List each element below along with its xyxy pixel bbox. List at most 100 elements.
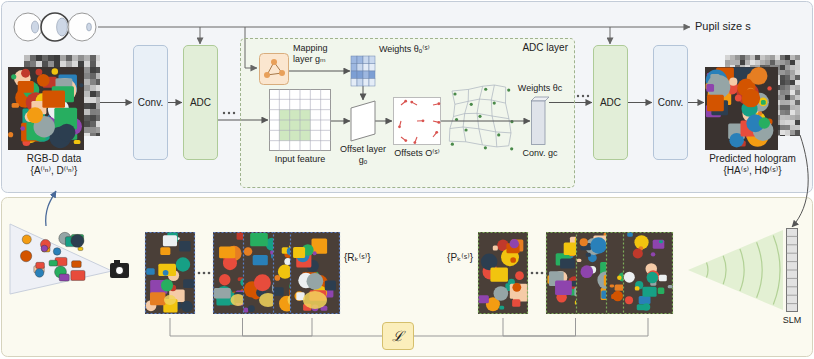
hologram-pixel: [765, 60, 770, 65]
node-text: Conv.: [138, 97, 163, 109]
hologram-pixel: [790, 85, 795, 90]
hologram-pixel: [90, 85, 96, 91]
image-object: [219, 246, 235, 258]
hologram-pixel: [72, 55, 78, 61]
hologram-pixel: [725, 60, 730, 65]
hologram-pixel: [96, 85, 100, 91]
hologram-pixel: [790, 60, 795, 65]
image-object: [586, 253, 591, 257]
frame-outline: [291, 233, 340, 314]
hologram-pixel: [780, 85, 785, 90]
node-text: ADC: [600, 97, 621, 109]
image-object: [478, 295, 488, 303]
hologram-pixel: [790, 70, 795, 75]
hologram-pixel: [96, 97, 100, 103]
image-object: [274, 287, 284, 296]
pupil-size-label: Pupil size s: [695, 20, 751, 32]
hologram-pixel: [795, 80, 800, 85]
caption-group: {Pₖ⁽ˢ⁾}: [421, 252, 473, 264]
image-object: [642, 287, 656, 297]
hologram-pixel: [755, 60, 760, 65]
conv-block: Conv.: [653, 45, 688, 160]
image-object: [27, 107, 43, 123]
node-text: Offsets O⁽ˢ⁾: [394, 148, 439, 159]
label-holder: ADC: [184, 46, 217, 159]
image-object: [490, 268, 508, 282]
connector: [375, 121, 392, 122]
sample-point: [451, 143, 454, 146]
offset-tip: [422, 119, 425, 122]
hologram-pixel: [745, 60, 750, 65]
hologram-pixel: [90, 115, 96, 121]
weight-cell: [369, 71, 375, 79]
hologram-pixel: [24, 55, 30, 61]
image-object: [639, 296, 651, 304]
hologram-pixel: [795, 130, 800, 135]
panel-title: ADC layer: [522, 42, 568, 54]
caption-group: RGB-D data{A⁽ⁱⁿ⁾, D⁽ⁱⁿ⁾}: [4, 153, 104, 177]
wavefront: [707, 263, 708, 278]
hologram-pixel: [795, 120, 800, 125]
slm-pixel-line: [786, 253, 798, 254]
image-object: [710, 74, 719, 83]
node-text: ℒ: [392, 328, 404, 345]
ellipsis-dot: [198, 272, 201, 275]
deformed-grid-line: [463, 89, 468, 141]
hologram-pixel: [755, 55, 760, 60]
connector: [688, 102, 704, 103]
slm-pixel-line: [786, 295, 798, 296]
hologram-pixel: [72, 61, 78, 67]
hologram-pixel: [730, 60, 735, 65]
hologram-pixel: [795, 85, 800, 90]
eye-icon: [14, 13, 42, 41]
hologram-pixel: [790, 110, 795, 115]
camera-lens: [116, 267, 124, 275]
image-object: [515, 271, 524, 280]
node-text: {Rₖ⁽ˢ⁾}: [344, 252, 370, 264]
hologram-pixel: [780, 105, 785, 110]
image-object: [8, 132, 13, 137]
hologram-pixel: [90, 79, 96, 85]
grid-frame: [270, 90, 331, 151]
image-object: [512, 283, 521, 292]
weight-matrix: Weights θₒ⁽ˢ⁾: [351, 56, 375, 86]
hologram-pixel: [24, 61, 30, 67]
node-text: Offset layer gₒ: [340, 144, 386, 166]
hologram-pixel: [790, 75, 795, 80]
sample-point: [507, 88, 510, 91]
scene-object: [78, 247, 83, 251]
hologram-pixel: [84, 133, 90, 136]
focal-stack: {Pₖ⁽ˢ⁾}: [478, 228, 673, 318]
image-object: [610, 285, 615, 288]
offset-layer-slab: [351, 101, 375, 141]
image-object: [659, 240, 663, 243]
hologram-pixel: [790, 100, 795, 105]
image-object: [150, 292, 165, 305]
hologram-pixel: [42, 55, 48, 61]
node-text: Mapping layer gₘ: [293, 43, 345, 65]
ellipsis-dot: [208, 272, 211, 275]
hologram-pixel: [84, 115, 90, 121]
image-object: [12, 103, 19, 108]
image-object: [767, 86, 771, 90]
hologram-pixel: [740, 55, 745, 60]
image-object: [580, 238, 588, 246]
node-text: SLM: [783, 315, 802, 326]
hologram-pixel: [790, 95, 795, 100]
eye-pupil: [87, 23, 92, 31]
weight-cell: [363, 56, 369, 64]
hologram-pixel: [785, 115, 790, 120]
image-object: [20, 126, 25, 131]
image-object: [250, 233, 268, 246]
slm-pixel-line: [786, 286, 798, 287]
node-art: [8, 55, 100, 150]
image-object: [512, 299, 520, 307]
hologram-pixel: [785, 100, 790, 105]
slm-pixel-line: [786, 278, 798, 279]
conv-block: Conv.: [133, 45, 168, 160]
light-beam: [688, 230, 783, 310]
weight-cell: [369, 56, 375, 64]
ellipsis-dot: [223, 112, 225, 114]
image-object: [555, 281, 572, 295]
hologram-pixel: [760, 60, 765, 65]
